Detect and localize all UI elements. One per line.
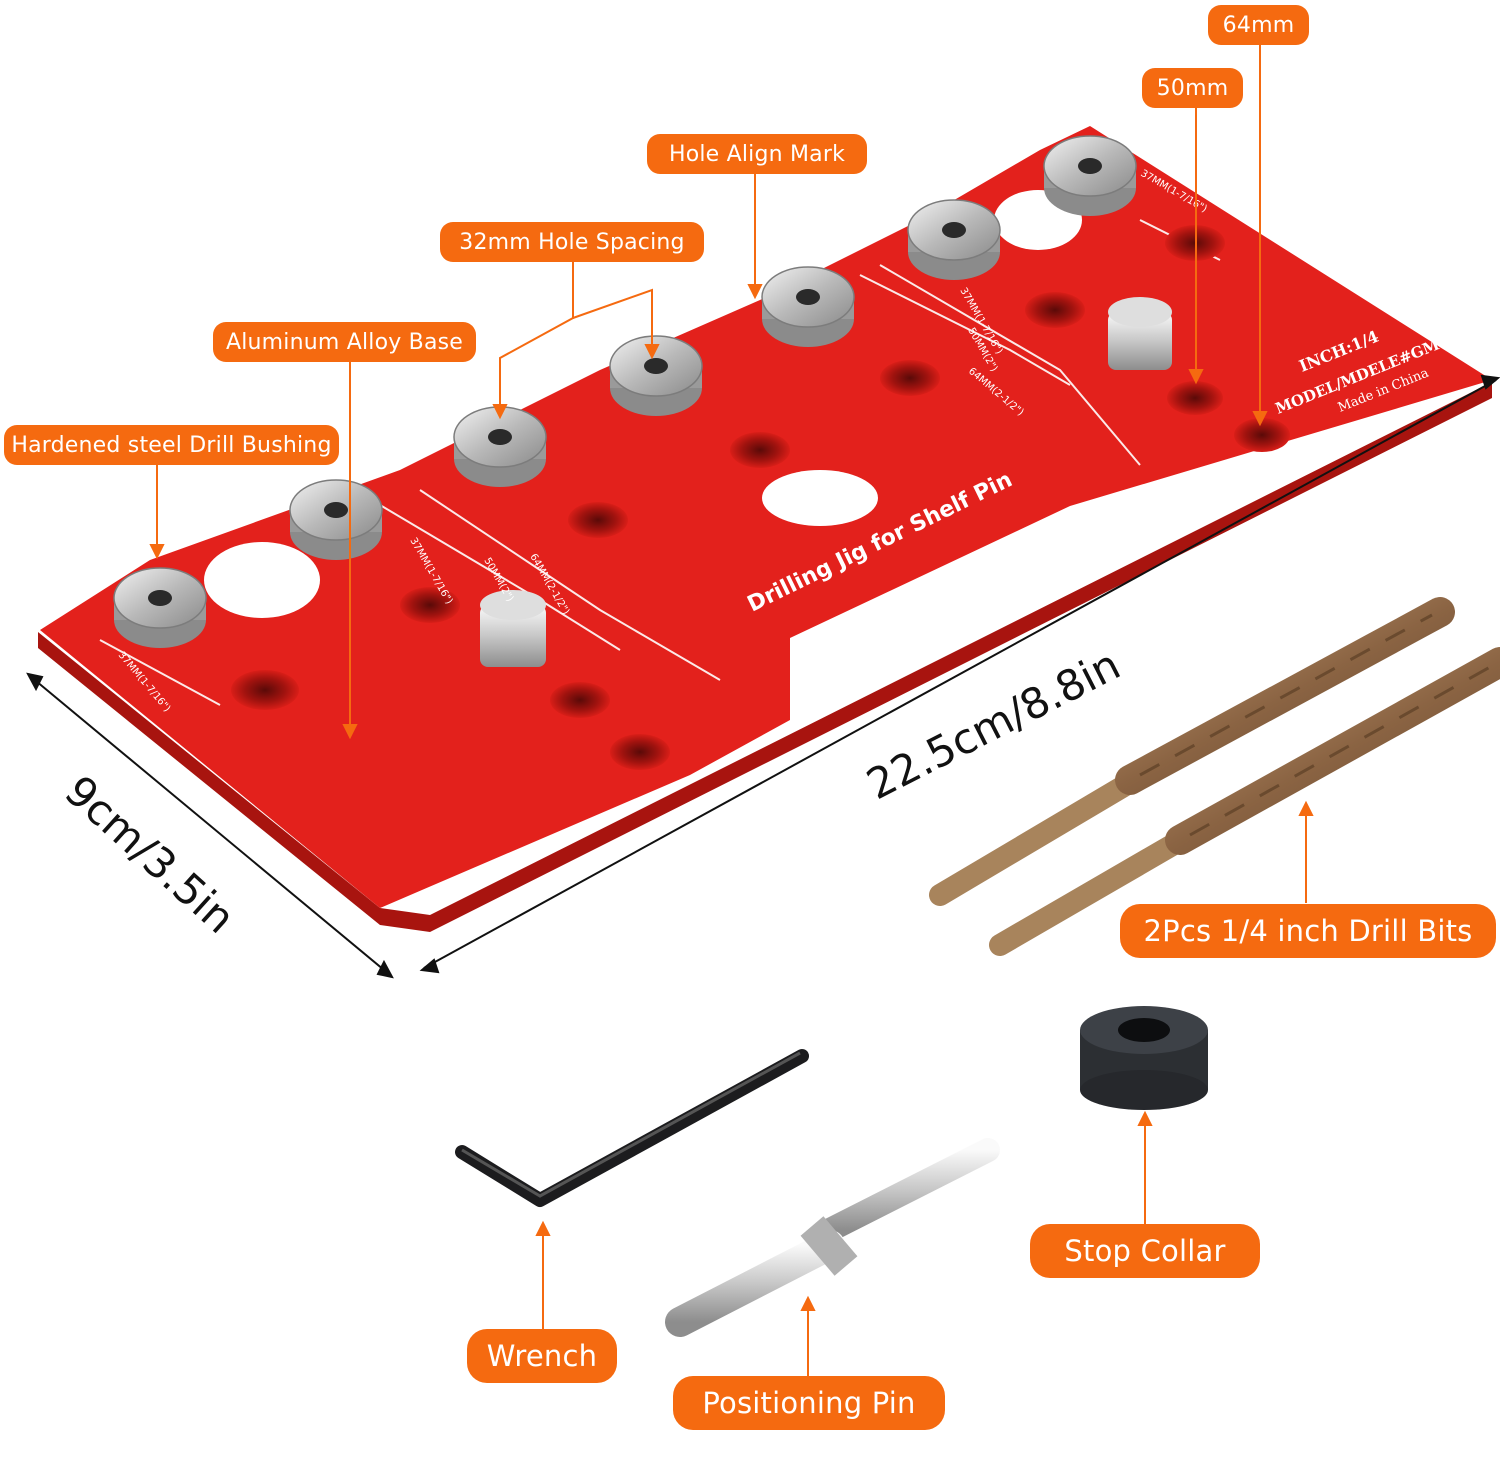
hex-wrench-icon <box>455 1049 809 1207</box>
drill-bushing-icon <box>609 335 703 416</box>
drill-bushing-icon <box>453 406 547 487</box>
drill-bushings <box>113 135 1137 648</box>
dimension-lines <box>26 374 1500 979</box>
callout-64mm: 64mm <box>1208 5 1309 45</box>
callout-leaders <box>149 45 1314 1377</box>
callout-base: Aluminum Alloy Base <box>213 322 476 362</box>
through-hole <box>204 542 320 618</box>
drill-bushing-icon <box>1043 135 1137 216</box>
drill-bushing-icon <box>761 266 855 347</box>
jig-pin-left <box>480 590 546 667</box>
callout-collar: Stop Collar <box>1030 1224 1260 1278</box>
callout-align: Hole Align Mark <box>647 134 867 174</box>
callout-50mm: 50mm <box>1142 68 1243 108</box>
callout-wrench: Wrench <box>467 1329 617 1383</box>
drill-bit-icon <box>989 647 1500 956</box>
positioning-pin-icon <box>665 1138 1000 1337</box>
drill-bushing-icon <box>289 479 383 560</box>
drill-bit-icon <box>929 597 1455 906</box>
callout-bits: 2Pcs 1/4 inch Drill Bits <box>1120 904 1496 958</box>
callout-pin: Positioning Pin <box>673 1376 945 1430</box>
jig-pin-right <box>1108 297 1172 370</box>
align-slot <box>762 470 878 526</box>
stop-collar-icon <box>1080 1006 1208 1110</box>
callout-bushing: Hardened steel Drill Bushing <box>4 425 339 465</box>
drill-bushing-icon <box>113 567 207 648</box>
scale-spacing-mark: 32MM <box>363 455 392 474</box>
threaded-holes <box>231 225 1290 770</box>
drill-bushing-icon <box>907 199 1001 280</box>
callout-spacing: 32mm Hole Spacing <box>440 222 704 262</box>
